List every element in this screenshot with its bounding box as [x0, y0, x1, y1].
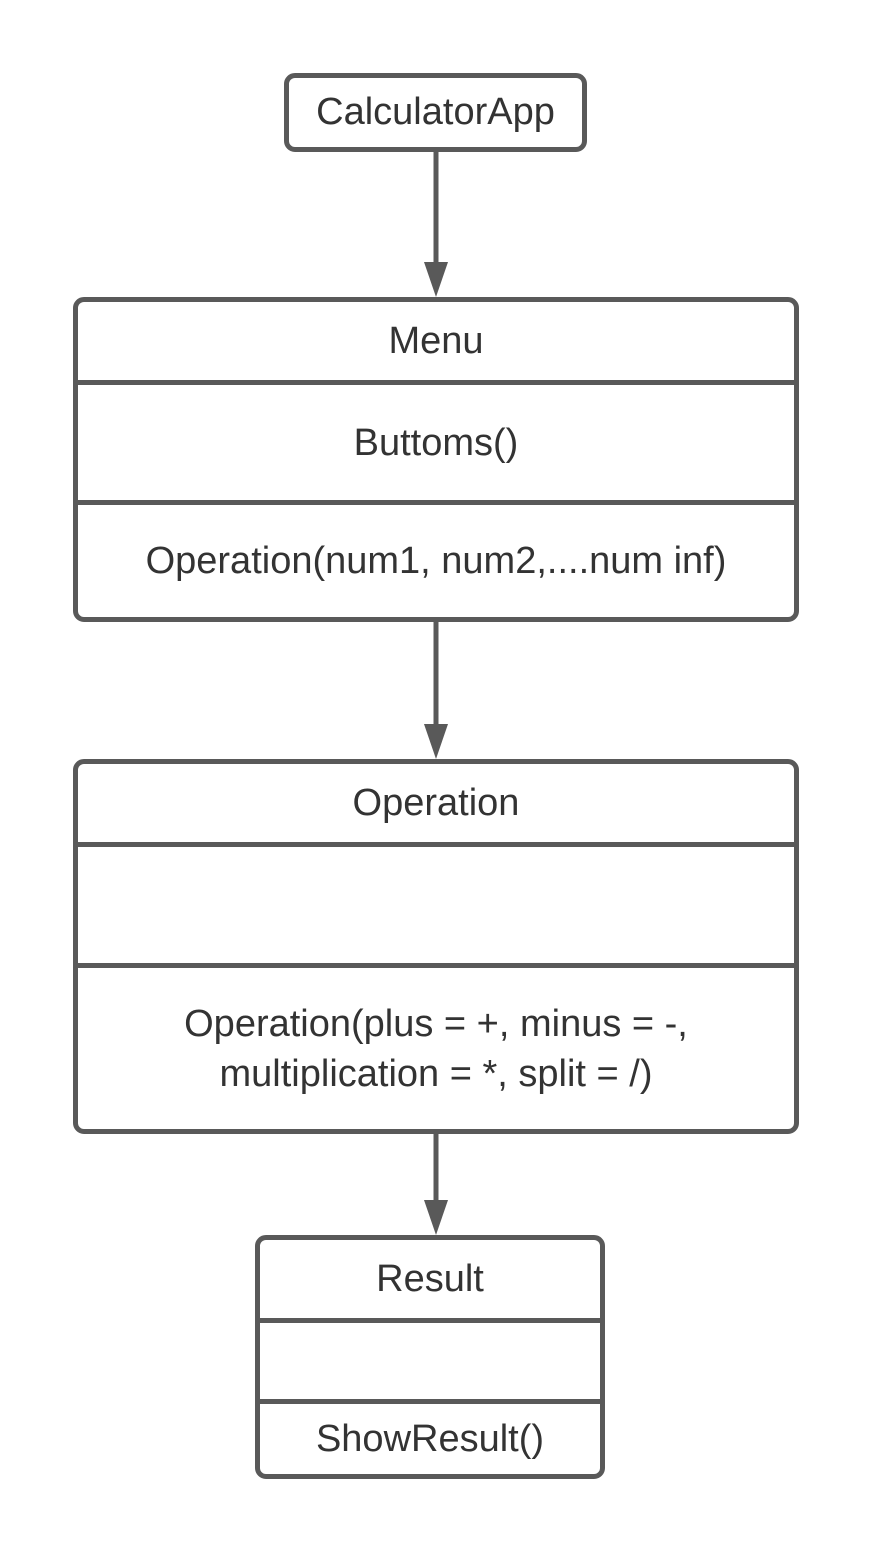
menu-class[interactable]: Menu Buttoms() Operation(num1, num2,....…: [73, 297, 799, 622]
result-class-methods: ShowResult(): [260, 1399, 600, 1474]
operation-class-methods: Operation(plus = +, minus = -, multiplic…: [78, 963, 794, 1129]
arrow-calculatorapp-to-menu: [424, 152, 448, 297]
operation-method-line-2: multiplication = *, split = /): [219, 1052, 653, 1095]
result-method-line: ShowResult(): [315, 1418, 545, 1460]
arrow-head: [424, 1200, 448, 1235]
operation-method-line-1: Operation(plus = +, minus = -,: [184, 1002, 688, 1045]
result-class[interactable]: Result ShowResult(): [255, 1235, 605, 1479]
calculatorapp-label: CalculatorApp: [316, 91, 555, 133]
result-class-attributes: [260, 1318, 600, 1399]
arrow-menu-to-operation: [424, 622, 448, 759]
operation-class-name: Operation: [352, 782, 520, 824]
menu-class-methods: Operation(num1, num2,....num inf): [78, 500, 794, 617]
operation-class-attributes: [78, 842, 794, 963]
arrow-operation-to-result: [424, 1134, 448, 1235]
result-class-name: Result: [376, 1258, 484, 1300]
arrow-head: [424, 262, 448, 297]
operation-class[interactable]: Operation Operation(plus = +, minus = -,…: [73, 759, 799, 1134]
calculatorapp-node[interactable]: CalculatorApp: [284, 73, 587, 152]
menu-class-attributes: Buttoms(): [78, 380, 794, 500]
menu-method-line: Operation(num1, num2,....num inf): [145, 540, 727, 582]
arrow-head: [424, 724, 448, 759]
menu-class-name: Menu: [388, 320, 484, 362]
